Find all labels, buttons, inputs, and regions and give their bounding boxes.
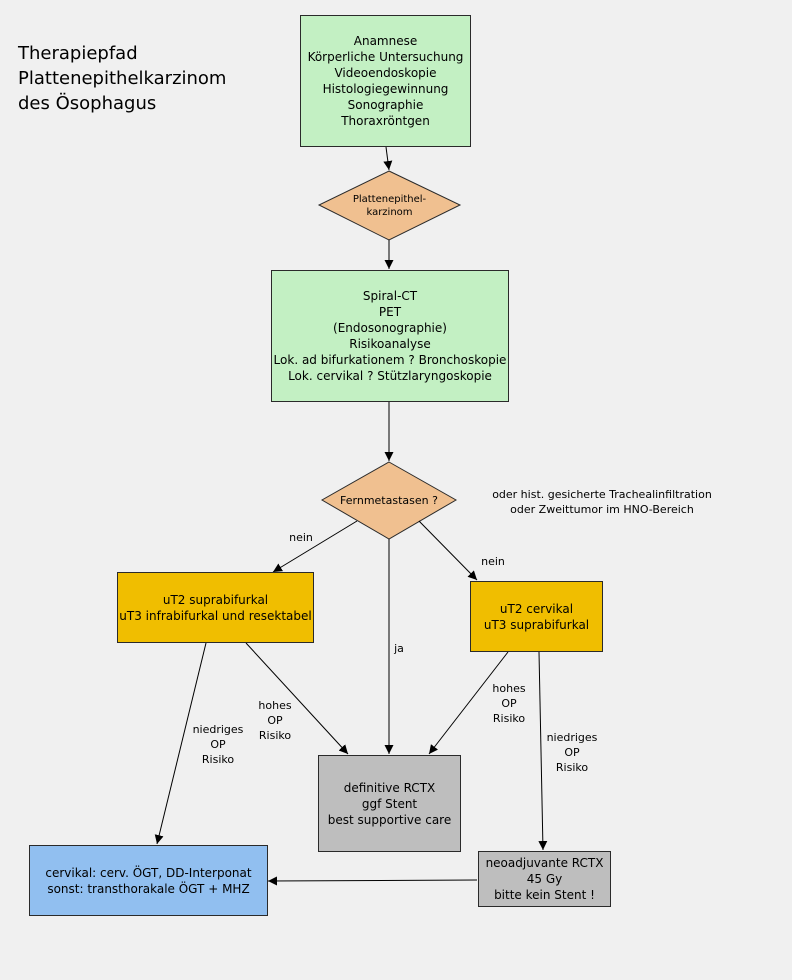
label-nein-left: nein xyxy=(285,530,317,545)
node-line: Lok. cervikal ? Stützlaryngoskopie xyxy=(288,369,492,383)
node-line: uT2 suprabifurkal xyxy=(162,592,269,607)
label-line: OP xyxy=(210,738,226,751)
title-line: Plattenepithelkarzinom xyxy=(18,68,227,89)
node-line: Risikoanalyse xyxy=(349,337,431,351)
node-right-stage: uT2 cervikal uT3 suprabifurkal xyxy=(470,581,603,652)
label-line: niedriges xyxy=(546,731,598,744)
node-line: definitive RCTX xyxy=(343,780,436,795)
label-hohes-risiko-right: hohes OP Risiko xyxy=(484,681,534,726)
label-ja: ja xyxy=(389,641,409,656)
label-line: Risiko xyxy=(258,729,292,742)
node-fernmetastasen-text: Fernmetastasen ? xyxy=(322,462,456,539)
node-neoadjuvant: neoadjuvante RCTX 45 Gy bitte kein Stent… xyxy=(478,851,611,907)
node-line: Sonographie xyxy=(347,98,424,112)
label-line: OP xyxy=(501,697,517,710)
edge-diagnostik-to-plattenepithel xyxy=(383,146,393,171)
edge-left-stage-niedriges-risiko xyxy=(154,642,207,845)
node-line: Fernmetastasen ? xyxy=(340,493,438,507)
node-line: (Endosonographie) xyxy=(333,321,447,335)
node-left-stage: uT2 suprabifurkal uT3 infrabifurkal und … xyxy=(117,572,314,643)
node-line: Lok. ad bifurkationem ? Bronchoskopie xyxy=(273,353,507,367)
node-line: ggf Stent xyxy=(361,796,418,811)
label-line: hohes xyxy=(492,682,526,695)
label-line: nein xyxy=(481,555,505,568)
node-line: Plattenepithel- xyxy=(352,193,427,205)
node-line: karzinom xyxy=(366,206,413,218)
label-line: OP xyxy=(267,714,283,727)
node-line: uT2 cervikal xyxy=(499,601,574,616)
label-line: Risiko xyxy=(492,712,526,725)
note-line: oder hist. gesicherte Trachealinfiltrati… xyxy=(492,488,712,501)
node-line: cervikal: cerv. ÖGT, DD-Interponat xyxy=(45,865,252,880)
node-line: Histologiegewinnung xyxy=(322,82,449,96)
node-line: Anamnese xyxy=(353,34,418,48)
label-line: niedriges xyxy=(192,723,244,736)
label-line: ja xyxy=(394,642,404,655)
title-line: Therapiepfad xyxy=(18,43,138,64)
node-staging: Spiral-CT PET (Endosonographie) Risikoan… xyxy=(271,270,509,402)
edge-right-stage-hohes-risiko xyxy=(428,651,509,755)
edge-left-stage-hohes-risiko xyxy=(245,642,349,755)
node-line: sonst: transthorakale ÖGT + MHZ xyxy=(47,881,250,896)
label-line: nein xyxy=(289,531,313,544)
node-line: Videoendoskopie xyxy=(334,66,437,80)
label-nein-right: nein xyxy=(477,554,509,569)
edge-right-stage-niedriges-risiko xyxy=(538,651,548,851)
edge-neoadjuvant-to-op xyxy=(267,876,478,886)
node-line: Spiral-CT xyxy=(362,289,418,303)
node-line: Körperliche Untersuchung xyxy=(307,50,464,64)
label-line: Risiko xyxy=(555,761,589,774)
title-line: des Ösophagus xyxy=(18,93,157,114)
node-line: PET xyxy=(378,305,402,319)
node-line: uT3 suprabifurkal xyxy=(483,617,590,632)
label-line: hohes xyxy=(258,699,292,712)
node-diagnostik: Anamnese Körperliche Untersuchung Videoe… xyxy=(300,15,471,147)
node-line: neoadjuvante RCTX xyxy=(485,856,604,870)
label-line: Risiko xyxy=(201,753,235,766)
label-niedriges-risiko-right: niedriges OP Risiko xyxy=(540,730,604,775)
label-hohes-risiko-left: hohes OP Risiko xyxy=(250,698,300,743)
label-niedriges-risiko-left: niedriges OP Risiko xyxy=(186,722,250,767)
node-line: uT3 infrabifurkal und resektabel xyxy=(119,608,312,623)
edge-fernmetastasen-nein-left xyxy=(272,520,358,573)
note-line: oder Zweittumor im HNO-Bereich xyxy=(510,503,694,516)
label-line: OP xyxy=(564,746,580,759)
node-line: best supportive care xyxy=(327,812,452,827)
node-operation: cervikal: cerv. ÖGT, DD-Interponat sonst… xyxy=(29,845,268,916)
node-line: Thoraxröntgen xyxy=(341,114,430,128)
edge-fernmetastasen-nein-right xyxy=(418,520,478,581)
node-plattenepithel-text: Plattenepithel- karzinom xyxy=(319,171,460,240)
node-line: bitte kein Stent ! xyxy=(494,888,595,902)
node-definitive-rctx: definitive RCTX ggf Stent best supportiv… xyxy=(318,755,461,852)
diagram-title: Therapiepfad Plattenepithelkarzinom des … xyxy=(18,41,226,116)
node-line: 45 Gy xyxy=(526,872,563,886)
note-trachealinfiltration: oder hist. gesicherte Trachealinfiltrati… xyxy=(480,487,724,517)
